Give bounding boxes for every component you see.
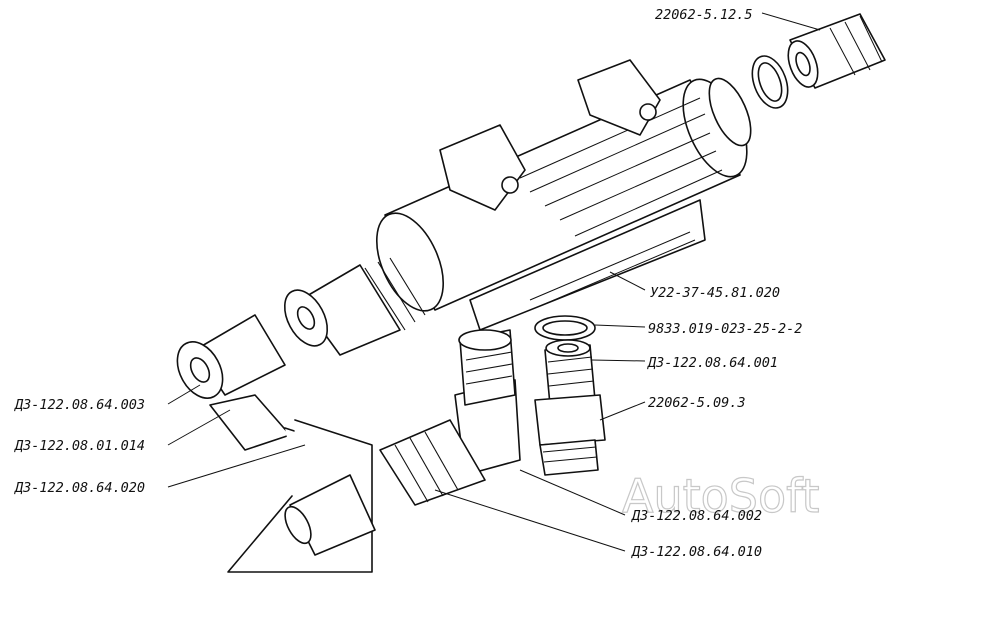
label-body: У22-37-45.81.020 — [650, 285, 780, 301]
label-nipple-mid: 22062-5.09.3 — [648, 395, 746, 411]
lower-cross-fitting — [454, 329, 521, 476]
label-cap-nut: Д3-122.08.64.003 — [14, 397, 145, 413]
leader-lines — [167, 12, 821, 552]
horizontal-nut — [379, 419, 486, 506]
label-tee: Д3-122.08.01.014 — [14, 438, 145, 454]
label-tube: Д3-122.08.64.020 — [14, 480, 145, 496]
left-cap-nut — [176, 314, 286, 399]
watermark: AutoSoft — [622, 469, 820, 523]
label-ring: 9833.019-023-25-2-2 — [648, 321, 802, 337]
top-o-ring — [751, 55, 789, 109]
ring-9833 — [534, 315, 596, 341]
top-nipple-fitting — [787, 13, 886, 89]
label-nut: Д3-122.08.64.010 — [631, 544, 762, 560]
label-bushing: Д3-122.08.64.001 — [647, 355, 778, 371]
label-adapter: Д3-122.08.64.002 — [631, 508, 762, 524]
tube-coupling — [284, 474, 376, 556]
nipple-22062-5.09.3 — [534, 394, 606, 476]
label-nipple-top: 22062-5.12.5 — [655, 7, 753, 23]
left-union-nut — [283, 257, 426, 356]
